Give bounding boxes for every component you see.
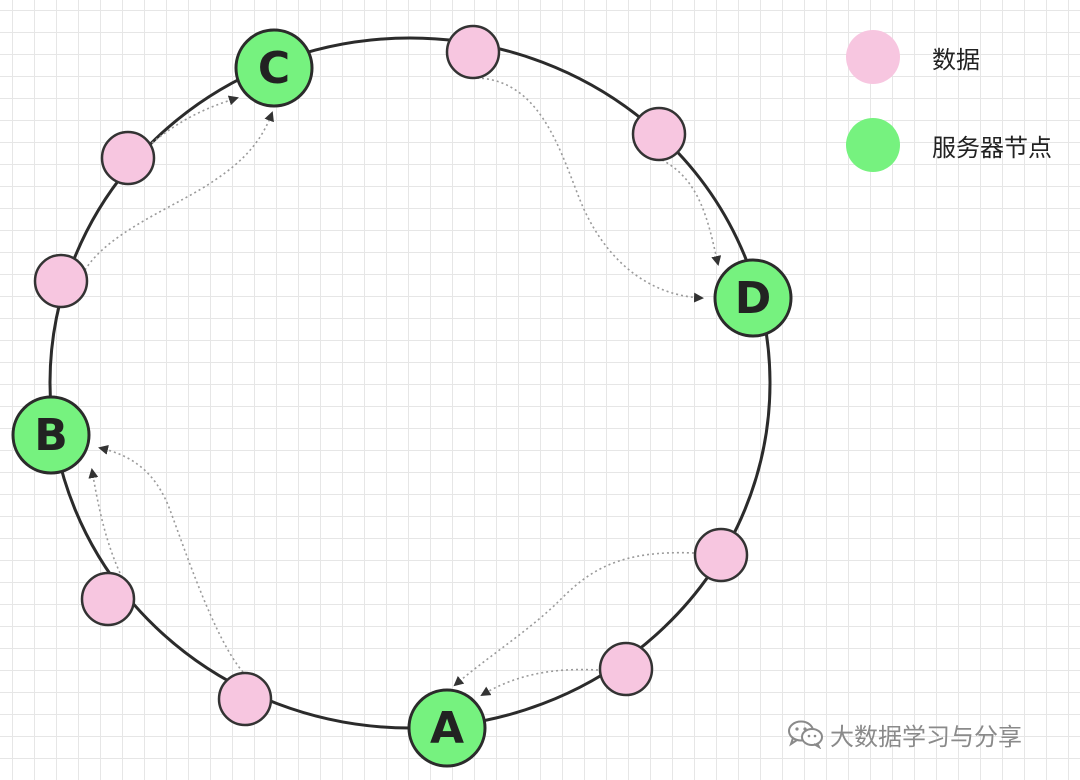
data-node-d1 <box>100 130 156 186</box>
watermark: 大数据学习与分享 <box>786 714 1022 754</box>
server-label-b: B <box>34 410 68 461</box>
legend-item-server: 服务器节点 <box>846 117 1052 173</box>
mapping-arrows <box>84 77 722 697</box>
data-node-d7 <box>80 571 136 627</box>
server-node-a: A <box>407 688 487 768</box>
legend-server-label: 服务器节点 <box>932 133 1052 162</box>
wechat-icon <box>788 720 823 749</box>
data-node-d6 <box>598 641 654 697</box>
arrow-d3-to-d <box>476 77 704 303</box>
server-node-d: D <box>713 258 793 338</box>
data-node-d8 <box>217 671 273 727</box>
legend-server-swatch <box>846 118 900 172</box>
server-node-b: B <box>11 395 91 475</box>
data-node-d4 <box>631 106 687 162</box>
server-label-c: C <box>258 43 290 94</box>
server-node-c: C <box>234 28 314 108</box>
arrow-d6-to-a <box>480 668 599 697</box>
arrow-d5-to-a <box>453 551 695 687</box>
data-node-d5 <box>693 527 749 583</box>
data-nodes <box>33 24 749 727</box>
legend-data-swatch <box>846 30 900 84</box>
watermark-text: 大数据学习与分享 <box>830 722 1022 751</box>
arrow-d1-to-c <box>151 95 239 144</box>
arrow-d2-to-c <box>84 111 274 271</box>
data-node-d3 <box>445 24 501 80</box>
arrow-d4-to-d <box>661 159 722 266</box>
legend-data-label: 数据 <box>932 45 980 74</box>
data-node-d2 <box>33 253 89 309</box>
server-label-a: A <box>430 703 464 754</box>
server-nodes: C D B A <box>11 28 793 768</box>
server-label-d: D <box>735 273 772 324</box>
legend-item-data: 数据 <box>846 29 980 85</box>
arrow-d8-to-b <box>98 444 244 673</box>
arrow-d7-to-b <box>88 468 121 574</box>
